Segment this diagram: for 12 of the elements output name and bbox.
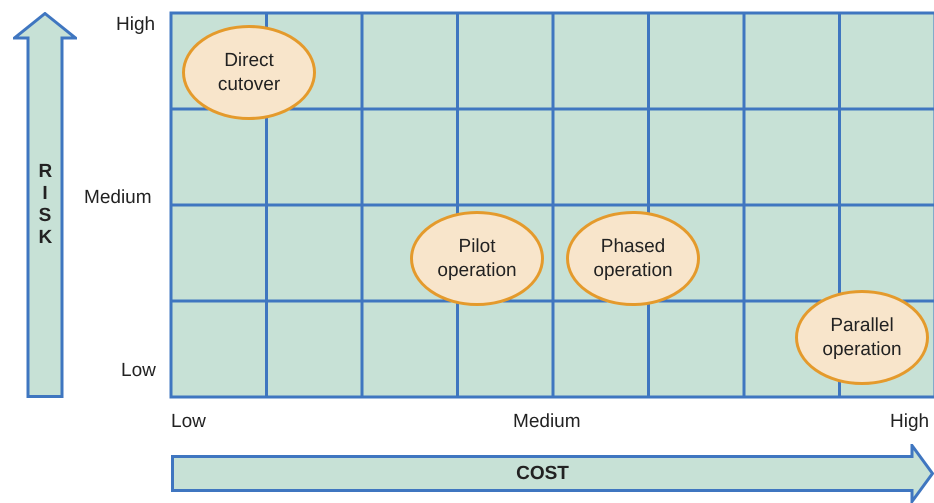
axis-title: RISK xyxy=(38,161,52,249)
method-label: Pilot operation xyxy=(436,234,518,282)
method-label: Parallel operation xyxy=(821,314,903,362)
axis-tick-label: Medium xyxy=(84,187,152,209)
axis-title: COST xyxy=(516,462,569,486)
method-label: Phased operation xyxy=(592,234,674,282)
axis-tick-label: High xyxy=(116,14,156,36)
method-label: Direct cutover xyxy=(216,48,282,96)
axis-tick-label: Medium xyxy=(513,411,581,433)
axis-tick-label: High xyxy=(890,411,930,433)
axis-tick-label: Low xyxy=(121,360,156,382)
axis-tick-label: Low xyxy=(171,411,206,433)
